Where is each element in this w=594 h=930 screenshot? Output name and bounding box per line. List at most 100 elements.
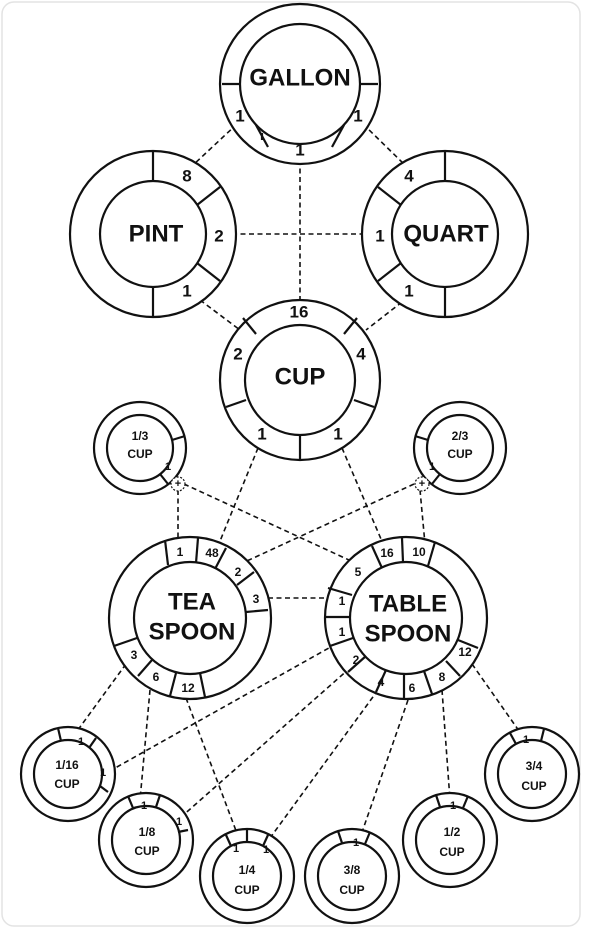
- tablespoon-seg-10: 10: [412, 545, 426, 559]
- pint-seg-bottom: 1: [182, 282, 191, 301]
- link-tbsp-threequarter: [471, 663, 525, 739]
- quarter-cup-node: 1/4 CUP 1 1: [198, 827, 296, 925]
- teaspoon-line1: TEA: [168, 589, 216, 616]
- tablespoon-seg-8: 8: [439, 670, 446, 684]
- teaspoon-seg-48: 48: [205, 546, 219, 560]
- third-cup-plus: +: [175, 478, 181, 490]
- tablespoon-line1: TABLE: [369, 591, 447, 618]
- link-tsp-quarter: [185, 697, 239, 837]
- gallon-seg-right: 1: [353, 107, 362, 126]
- cup-label: CUP: [275, 364, 326, 391]
- half-cup-line2: CUP: [439, 845, 464, 859]
- three-eighth-cup-line2: CUP: [339, 883, 364, 897]
- link-tbsp-eighth: [179, 667, 351, 819]
- teaspoon-line2: SPOON: [149, 619, 236, 646]
- two-third-cup-seg: 1: [429, 461, 435, 473]
- link-cup-tablespoon: [341, 447, 385, 547]
- link-cup-teaspoon: [217, 447, 259, 547]
- quarter-cup-line1: 1/4: [239, 863, 256, 877]
- sixteenth-cup-line1: 1/16: [55, 758, 79, 772]
- tablespoon-line2: SPOON: [365, 621, 452, 648]
- quart-seg-bottom: 1: [404, 282, 413, 301]
- teaspoon-seg-3: 3: [253, 592, 260, 606]
- two-third-cup-line2: CUP: [447, 447, 472, 461]
- tablespoon-seg-2: 2: [353, 653, 360, 667]
- tablespoon-node: TABLE SPOON 5 16 10 1 1 2 4 6 8 12: [323, 535, 489, 701]
- link-thirdcup-tablespoon: [183, 483, 363, 567]
- cup-seg-top: 16: [290, 303, 309, 322]
- sixteenth-cup-seg-top: 1: [78, 736, 84, 748]
- teaspoon-seg-6: 6: [153, 670, 160, 684]
- quarter-cup-line2: CUP: [234, 883, 259, 897]
- quart-seg-left: 1: [375, 227, 384, 246]
- cup-seg-bottom-left: 1: [257, 425, 266, 444]
- teaspoon-seg-2: 2: [235, 565, 242, 579]
- third-cup-line2: CUP: [127, 447, 152, 461]
- link-gallon-quart: [362, 123, 407, 167]
- sixteenth-cup-seg-right: 1: [100, 767, 106, 779]
- teaspoon-seg-1: 1: [177, 545, 184, 559]
- three-eighth-cup-seg-top: 1: [353, 837, 359, 849]
- gallon-node: GALLON 1 1 1: [218, 2, 382, 166]
- eighth-cup-seg-right: 1: [176, 816, 182, 828]
- tablespoon-seg-16: 16: [380, 546, 394, 560]
- quart-seg-top: 4: [404, 167, 414, 186]
- half-cup-line1: 1/2: [444, 825, 461, 839]
- three-eighth-cup-line1: 3/8: [344, 863, 361, 877]
- eighth-cup-seg-top: 1: [141, 800, 147, 812]
- link-quart-cup: [365, 301, 403, 331]
- link-tbsp-half: [441, 689, 451, 801]
- link-twothirdcup-tablespoon: [419, 489, 426, 545]
- two-third-cup-node: 2/3 CUP 1 +: [412, 400, 508, 496]
- gallon-label: GALLON: [249, 65, 350, 92]
- tablespoon-seg-4: 4: [378, 675, 385, 689]
- three-eighth-cup-node: 3/8 CUP 1: [303, 827, 401, 925]
- sixteenth-cup-line2: CUP: [54, 777, 79, 791]
- cup-node: CUP 16 2 4 1 1: [218, 298, 382, 462]
- pint-node: PINT 8 2 1: [68, 149, 238, 319]
- tablespoon-seg-6: 6: [409, 681, 416, 695]
- quart-node: QUART 4 1 1: [360, 149, 530, 319]
- teaspoon-seg-3b: 3: [131, 648, 138, 662]
- link-tbsp-sixteenth: [107, 643, 337, 773]
- gallon-seg-left: 1: [235, 107, 244, 126]
- link-twothirdcup-teaspoon: [235, 483, 415, 567]
- pint-label: PINT: [129, 221, 184, 248]
- tablespoon-seg-12: 12: [458, 645, 472, 659]
- two-third-cup-line1: 2/3: [452, 429, 469, 443]
- link-tsp-eighth: [139, 689, 151, 801]
- link-tbsp-threeeighth: [359, 699, 409, 839]
- teaspoon-node: TEA SPOON 1 48 2 3 3 6 12: [107, 535, 273, 701]
- cup-seg-right: 4: [356, 345, 366, 364]
- gallon-seg-bottom: 1: [295, 141, 304, 160]
- quarter-cup-seg-right: 1: [263, 844, 269, 856]
- two-third-cup-plus: +: [419, 478, 425, 490]
- tablespoon-seg-1a: 1: [339, 594, 346, 608]
- quart-label: QUART: [403, 221, 489, 248]
- cup-seg-left: 2: [233, 345, 242, 364]
- three-quarter-cup-node: 3/4 CUP 1: [483, 725, 581, 823]
- three-quarter-cup-seg-top: 1: [523, 734, 529, 746]
- half-cup-seg-top: 1: [450, 800, 456, 812]
- pint-seg-top: 8: [182, 167, 191, 186]
- half-cup-node: 1/2 CUP 1: [401, 791, 499, 889]
- connector-lines: [71, 123, 525, 839]
- third-cup-seg: 1: [165, 461, 171, 473]
- three-quarter-cup-line2: CUP: [521, 779, 546, 793]
- tablespoon-seg-5: 5: [355, 565, 362, 579]
- quarter-cup-seg-left: 1: [233, 843, 239, 855]
- pint-seg-right: 2: [214, 227, 223, 246]
- third-cup-line1: 1/3: [132, 429, 149, 443]
- three-quarter-cup-line1: 3/4: [526, 759, 543, 773]
- eighth-cup-node: 1/8 CUP 1 1: [97, 791, 195, 889]
- link-tsp-sixteenth: [71, 663, 127, 739]
- eighth-cup-line1: 1/8: [139, 825, 156, 839]
- eighth-cup-line2: CUP: [134, 844, 159, 858]
- sixteenth-cup-node: 1/16 CUP 1 1: [19, 725, 117, 823]
- link-gallon-pint: [191, 123, 238, 167]
- tablespoon-seg-1b: 1: [339, 625, 346, 639]
- cup-seg-bottom-right: 1: [333, 425, 342, 444]
- third-cup-node: 1/3 CUP 1 +: [92, 400, 188, 496]
